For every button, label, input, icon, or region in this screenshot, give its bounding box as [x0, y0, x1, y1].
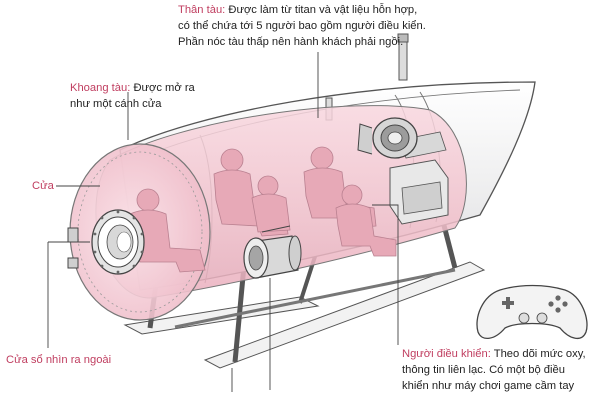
hull-label-line-3: Phần nóc tàu thấp nên hành khách phải ng… — [178, 36, 404, 48]
pilot-label-line-3: khiển như máy chơi game cầm tay — [402, 380, 575, 392]
pilot-label: Người điều khiển: Theo dõi mức oxy, thôn… — [402, 346, 586, 394]
passengers — [129, 146, 397, 273]
leader-pilot — [372, 204, 399, 345]
hull-label-line-1: Thân tàu: Được làm từ titan và vật liệu … — [178, 2, 426, 18]
door-label: Cửa — [32, 178, 54, 194]
pilot-label-line-2: thông tin liên lạc. Có một bộ điều — [402, 364, 565, 376]
hull-label-line-1-text: Được làm từ titan và vật liệu hỗn hợp, — [225, 4, 418, 16]
cabin-label: Khoang tàu: Được mở ra như một cánh cửa — [70, 80, 195, 112]
pilot-label-line-1: Người điều khiển: Theo dõi mức oxy, — [402, 346, 586, 362]
window-label-term: Cửa sổ nhìn ra ngoài — [6, 354, 112, 366]
cabin-label-line-2: như một cánh cửa — [70, 98, 162, 110]
viewport-window — [67, 209, 145, 275]
leader-lines — [47, 52, 399, 392]
cabin-label-line-1-text: Được mở ra — [130, 82, 195, 94]
hull-label: Thân tàu: Được làm từ titan và vật liệu … — [178, 2, 426, 50]
pilot-label-line-1-text: Theo dõi mức oxy, — [490, 348, 586, 360]
rear-equipment — [357, 117, 449, 225]
pilot-label-term: Người điều khiển: — [402, 348, 491, 360]
game-controller-icon — [476, 284, 588, 339]
lower-light-pod — [243, 225, 302, 279]
cabin-label-term: Khoang tàu: — [70, 82, 131, 94]
door-label-term: Cửa — [32, 180, 54, 192]
hull-label-line-2: có thể chứa tới 5 người bao gồm người đi… — [178, 20, 426, 32]
cabin-label-line-1: Khoang tàu: Được mở ra — [70, 80, 195, 96]
window-label: Cửa sổ nhìn ra ngoài — [6, 352, 111, 368]
hull-label-term: Thân tàu: — [178, 4, 226, 16]
